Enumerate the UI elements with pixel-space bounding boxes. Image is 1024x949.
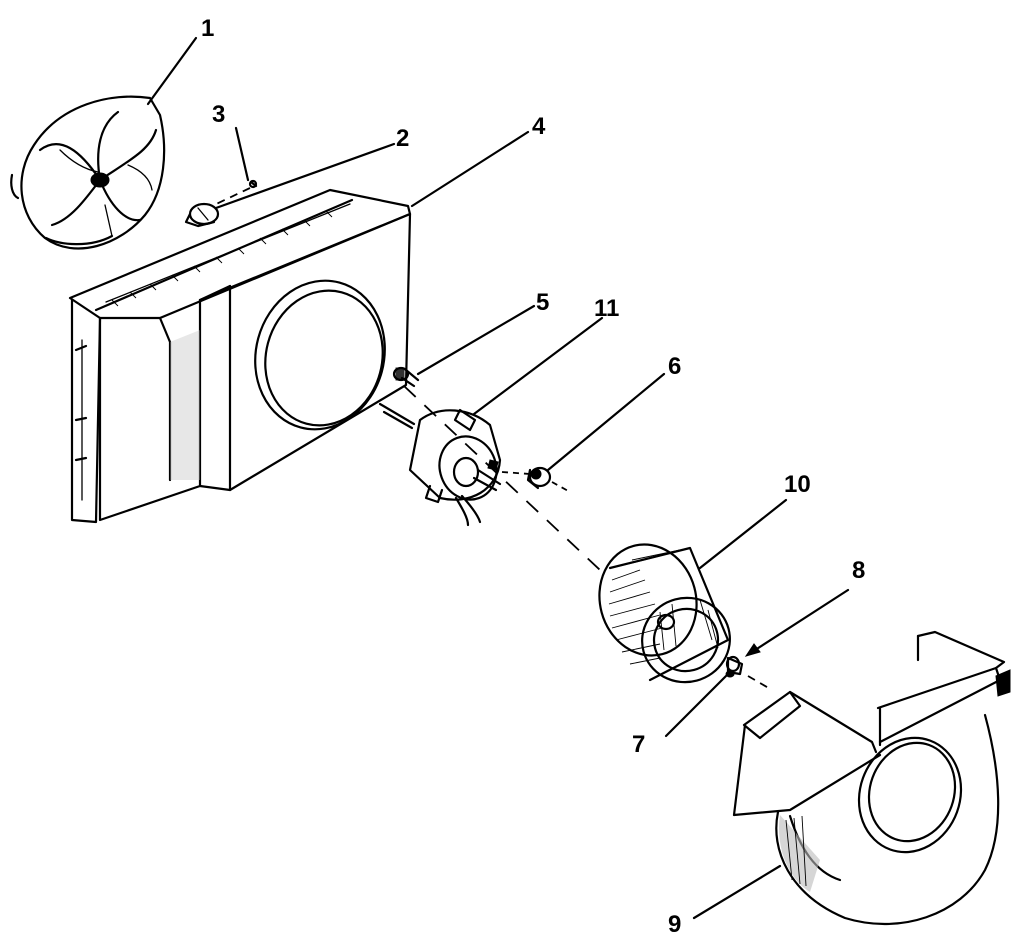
leader-4 bbox=[410, 130, 530, 208]
callout-7: 7 bbox=[632, 731, 645, 758]
callout-8: 8 bbox=[852, 557, 865, 584]
leader-1 bbox=[146, 36, 198, 106]
clip-part-2 bbox=[184, 202, 220, 228]
callout-2: 2 bbox=[396, 125, 409, 152]
nut-axis-line bbox=[501, 471, 531, 475]
nut-axis-line-2 bbox=[551, 481, 571, 493]
leader-3 bbox=[234, 126, 250, 182]
leader-11 bbox=[472, 316, 604, 416]
clamp-part-7 bbox=[725, 655, 744, 678]
leader-lines bbox=[146, 36, 850, 920]
motor-axis-line bbox=[403, 385, 601, 571]
leader-6 bbox=[546, 372, 666, 472]
leader-8-arrowhead bbox=[744, 643, 761, 657]
screw-part-3 bbox=[248, 179, 258, 189]
nut-part-6 bbox=[526, 466, 552, 490]
callout-10: 10 bbox=[784, 471, 811, 498]
callout-9: 9 bbox=[668, 911, 681, 938]
callout-5: 5 bbox=[536, 289, 549, 316]
callout-labels: 1 2 3 4 5 6 7 8 9 10 11 bbox=[201, 15, 865, 938]
leader-7 bbox=[664, 674, 728, 738]
callout-11: 11 bbox=[594, 295, 619, 322]
leader-10 bbox=[698, 498, 788, 570]
shroud-panel bbox=[68, 188, 412, 524]
fan-motor bbox=[378, 402, 502, 527]
leader-2 bbox=[214, 142, 396, 210]
callout-4: 4 bbox=[532, 113, 546, 140]
condenser-fan-blade bbox=[10, 95, 166, 250]
callout-1: 1 bbox=[201, 15, 214, 42]
leader-5 bbox=[416, 304, 536, 376]
callout-3: 3 bbox=[212, 101, 225, 128]
leader-9 bbox=[692, 864, 782, 920]
leader-8 bbox=[750, 588, 850, 654]
screw-axis-line bbox=[211, 187, 251, 207]
callout-6: 6 bbox=[668, 353, 681, 380]
bolt-part-5 bbox=[392, 366, 420, 388]
blower-housing bbox=[732, 630, 1011, 926]
blower-wheel bbox=[598, 543, 731, 684]
wheel-axis-line bbox=[747, 675, 773, 691]
